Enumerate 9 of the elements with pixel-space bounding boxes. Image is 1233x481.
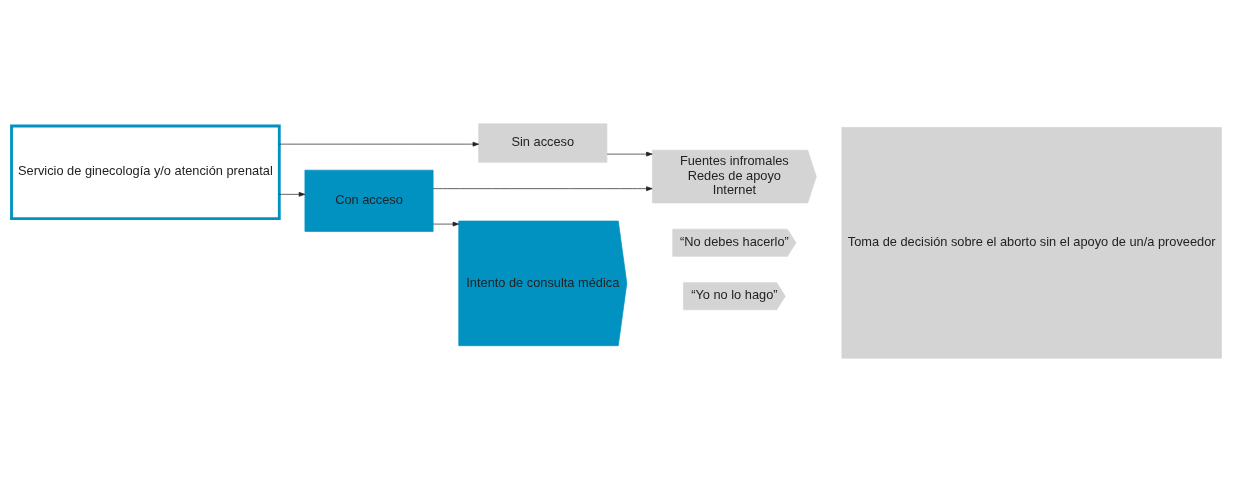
arrow: [606, 151, 653, 156]
node-box: Servicio de ginecología y/o atención prenatal: [10, 124, 281, 220]
node-box: Sin acceso: [478, 123, 608, 163]
arrow: [432, 185, 653, 191]
node-box: Con acceso: [304, 169, 434, 232]
arrow: [432, 221, 460, 226]
arrow: [279, 191, 306, 197]
node-box: Toma de decisión sobre el aborto sin el apoyo de un/a proveedor: [841, 126, 1222, 358]
arrow: [279, 141, 480, 146]
